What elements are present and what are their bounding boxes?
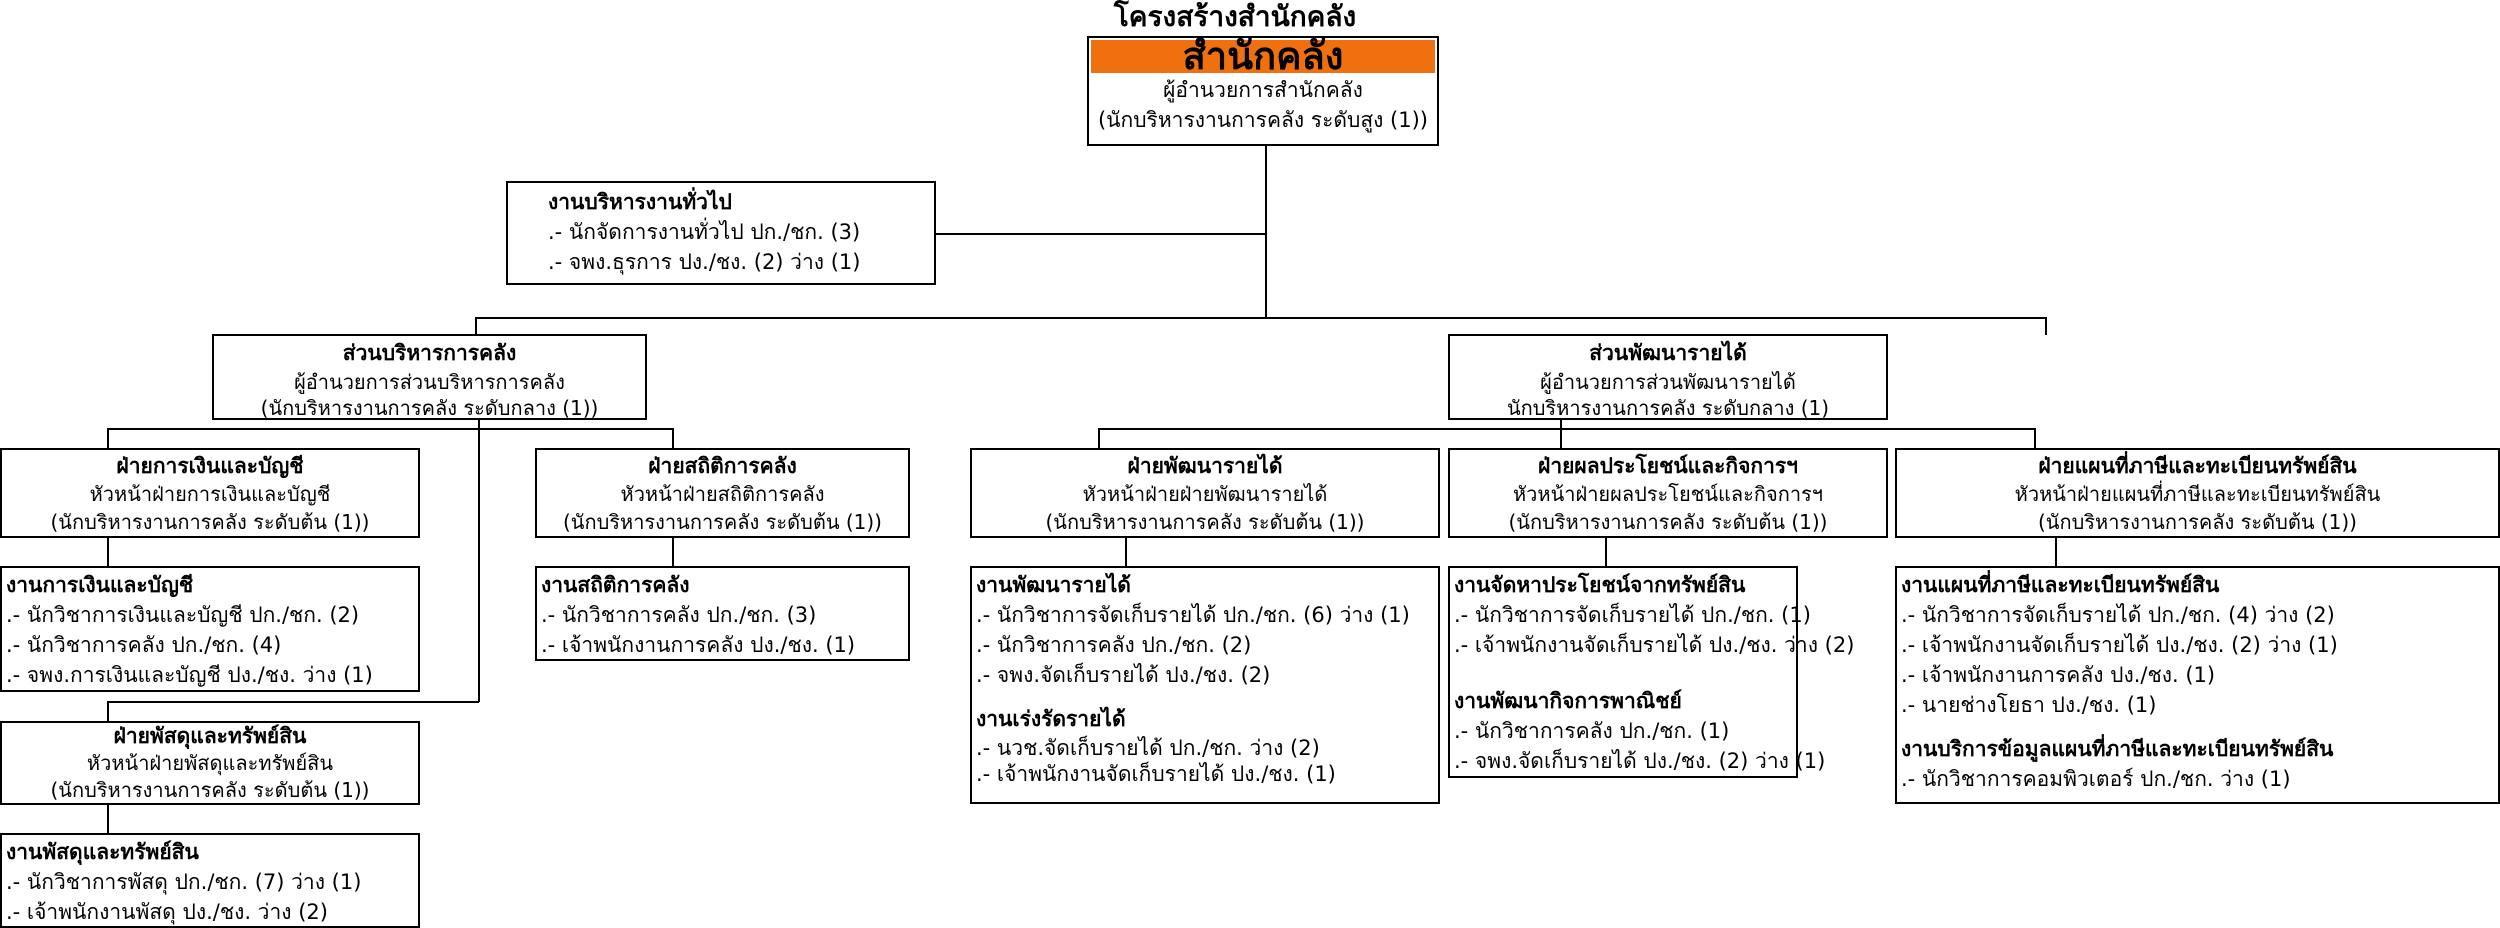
revenue-dev-work-title: งานพัฒนารายได้ — [976, 573, 1131, 597]
supplies-work-box: งานพัสดุและทรัพย์สิน .- นักวิชาการพัสดุ … — [0, 833, 420, 928]
connector-line — [1560, 418, 1562, 448]
revenue-division-rank: นักบริหารงานการคลัง ระดับกลาง (1) — [1506, 396, 1830, 420]
connector-line — [107, 428, 109, 448]
list-item: .- เจ้าพนักงานการคลัง ปง./ชง. (1) — [1901, 663, 2216, 687]
taxmap-service-work-title: งานบริการข้อมูลแผนที่ภาษีและทะเบียนทรัพย… — [1901, 737, 2334, 761]
list-item: .- นักวิชาการคลัง ปก./ชก. (1) — [1454, 719, 1730, 743]
connector-line — [107, 428, 672, 430]
finance-section-box: ฝ่ายการเงินและบัญชี หัวหน้าฝ่ายการเงินแล… — [0, 448, 420, 538]
stats-section-title: ฝ่ายสถิติการคลัง — [648, 454, 797, 478]
revenue-division-director: ผู้อำนวยการส่วนพัฒนารายได้ — [1540, 370, 1796, 394]
list-item: .- เจ้าพนักงานพัสดุ ปง./ชง. ว่าง (2) — [6, 900, 328, 924]
supplies-section-head: หัวหน้าฝ่ายพัสดุและทรัพย์สิน — [86, 751, 334, 775]
supplies-section-rank: (นักบริหารงานการคลัง ระดับต้น (1)) — [50, 778, 370, 802]
list-item: .- นายช่างโยธา ปง./ชง. (1) — [1901, 693, 2157, 717]
stats-section-rank: (นักบริหารงานการคลัง ระดับต้น (1)) — [562, 510, 882, 534]
admin-division-box: ส่วนบริหารการคลัง ผู้อำนวยการส่วนบริหารก… — [212, 334, 647, 420]
list-item: .- นักวิชาการเงินและบัญชี ปก./ชก. (2) — [6, 603, 360, 627]
connector-line — [107, 803, 109, 833]
list-item: .- นักวิชาการพัสดุ ปก./ชก. (7) ว่าง (1) — [6, 870, 362, 894]
admin-division-rank: (นักบริหารงานการคลัง ระดับกลาง (1)) — [260, 396, 599, 420]
list-item: .- นักวิชาการจัดเก็บรายได้ ปก./ชก. (1) — [1454, 603, 1811, 627]
revenue-division-box: ส่วนพัฒนารายได้ ผู้อำนวยการส่วนพัฒนารายไ… — [1448, 334, 1888, 420]
benefit-section-title: ฝ่ายผลประโยชน์และกิจการฯ — [1538, 454, 1798, 478]
general-admin-title: งานบริหารงานทั่วไป — [548, 190, 732, 214]
head-office-director: ผู้อำนวยการสำนักคลัง — [1163, 78, 1363, 102]
connector-line — [672, 536, 674, 566]
revenue-dev-section-head: หัวหน้าฝ่ายฝ่ายพัฒนารายได้ — [1082, 482, 1328, 506]
admin-division-title: ส่วนบริหารการคลัง — [342, 341, 517, 365]
connector-line — [1125, 536, 1127, 566]
list-item: .- นักวิชาการคลัง ปก./ชก. (2) — [976, 633, 1252, 657]
list-item: .- จพง.การเงินและบัญชี ปง./ชง. ว่าง (1) — [6, 663, 373, 687]
taxmap-section-rank: (นักบริหารงานการคลัง ระดับต้น (1)) — [2037, 510, 2357, 534]
general-admin-box: งานบริหารงานทั่วไป .- นักจัดการงานทั่วไป… — [506, 181, 936, 285]
list-item: .- เจ้าพนักงานจัดเก็บรายได้ ปง./ชง. (1) — [976, 762, 1336, 786]
list-item: .- จพง.จัดเก็บรายได้ ปง./ชง. (2) ว่าง (1… — [1454, 749, 1826, 773]
connector-line — [107, 536, 109, 566]
taxmap-section-box: ฝ่ายแผนที่ภาษีและทะเบียนทรัพย์สิน หัวหน้… — [1895, 448, 2500, 538]
connector-line — [672, 428, 674, 448]
connector-line — [1605, 536, 1607, 566]
connector-line — [475, 317, 477, 335]
list-item: .- นักจัดการงานทั่วไป ปก./ชก. (3) — [548, 220, 861, 244]
chart-title: โครงสร้างสำนักคลัง — [1113, 0, 1357, 33]
benefit-work-box: งานจัดหาประโยชน์จากทรัพย์สิน .- นักวิชาก… — [1448, 566, 1855, 778]
list-item: .- นักวิชาการจัดเก็บรายได้ ปก./ชก. (4) ว… — [1901, 603, 2335, 627]
revenue-accel-work-title: งานเร่งรัดรายได้ — [976, 707, 1126, 731]
list-item: .- เจ้าพนักงานจัดเก็บรายได้ ปง./ชง. (2) … — [1901, 633, 2338, 657]
head-office-box: สำนักคลัง ผู้อำนวยการสำนักคลัง (นักบริหา… — [1087, 36, 1439, 146]
revenue-dev-work-box: งานพัฒนารายได้ .- นักวิชาการจัดเก็บรายได… — [970, 566, 1440, 804]
list-item: .- นักวิชาการคอมพิวเตอร์ ปก./ชก. ว่าง (1… — [1901, 767, 2291, 791]
list-item: .- นักวิชาการคลัง ปก./ชก. (3) — [541, 603, 817, 627]
connector-line — [107, 701, 109, 721]
finance-section-title: ฝ่ายการเงินและบัญชี — [116, 454, 304, 478]
revenue-dev-section-rank: (นักบริหารงานการคลัง ระดับต้น (1)) — [1045, 510, 1365, 534]
admin-division-director: ผู้อำนวยการส่วนบริหารการคลัง — [294, 370, 565, 394]
list-item: .- จพง.ธุรการ ปง./ชง. (2) ว่าง (1) — [548, 250, 861, 274]
benefit-section-rank: (นักบริหารงานการคลัง ระดับต้น (1)) — [1508, 510, 1828, 534]
revenue-division-title: ส่วนพัฒนารายได้ — [1589, 341, 1747, 365]
stats-work-box: งานสถิติการคลัง .- นักวิชาการคลัง ปก./ชก… — [535, 566, 910, 661]
finance-section-rank: (นักบริหารงานการคลัง ระดับต้น (1)) — [50, 510, 370, 534]
stats-work-title: งานสถิติการคลัง — [541, 573, 690, 597]
list-item: .- นวช.จัดเก็บรายได้ ปก./ชก. ว่าง (2) — [976, 736, 1320, 760]
connector-line — [2055, 536, 2057, 566]
finance-work-title: งานการเงินและบัญชี — [6, 573, 194, 597]
supplies-work-title: งานพัสดุและทรัพย์สิน — [6, 840, 199, 864]
finance-section-head: หัวหน้าฝ่ายการเงินและบัญชี — [89, 482, 331, 506]
connector-line — [2034, 428, 2036, 448]
revenue-dev-section-title: ฝ่ายพัฒนารายได้ — [1127, 454, 1283, 478]
benefit-section-head: หัวหน้าฝ่ายผลประโยชน์และกิจการฯ — [1512, 482, 1824, 506]
stats-section-head: หัวหน้าฝ่ายสถิติการคลัง — [620, 482, 825, 506]
connector-line — [107, 701, 479, 703]
head-office-rank: (นักบริหารงานการคลัง ระดับสูง (1)) — [1097, 108, 1429, 132]
connector-line — [935, 233, 1265, 235]
taxmap-section-head: หัวหน้าฝ่ายแผนที่ภาษีและทะเบียนทรัพย์สิน — [2014, 482, 2381, 506]
revenue-dev-section-box: ฝ่ายพัฒนารายได้ หัวหน้าฝ่ายฝ่ายพัฒนารายไ… — [970, 448, 1440, 538]
connector-line — [478, 418, 480, 702]
stats-section-box: ฝ่ายสถิติการคลัง หัวหน้าฝ่ายสถิติการคลัง… — [535, 448, 910, 538]
list-item: .- เจ้าพนักงานการคลัง ปง./ชง. (1) — [541, 633, 856, 657]
list-item: .- นักวิชาการคลัง ปก./ชก. (4) — [6, 633, 282, 657]
supplies-section-box: ฝ่ายพัสดุและทรัพย์สิน หัวหน้าฝ่ายพัสดุแล… — [0, 721, 420, 805]
taxmap-section-title: ฝ่ายแผนที่ภาษีและทะเบียนทรัพย์สิน — [2038, 454, 2357, 478]
connector-line — [1098, 428, 2034, 430]
list-item: .- นักวิชาการจัดเก็บรายได้ ปก./ชก. (6) ว… — [976, 603, 1410, 627]
taxmap-work-box: งานแผนที่ภาษีและทะเบียนทรัพย์สิน .- นักว… — [1895, 566, 2500, 804]
list-item: .- เจ้าพนักงานจัดเก็บรายได้ ปง./ชง. ว่าง… — [1454, 633, 1855, 657]
connector-line — [1265, 145, 1267, 317]
connector-line — [1098, 428, 1100, 448]
taxmap-work-title: งานแผนที่ภาษีและทะเบียนทรัพย์สิน — [1901, 573, 2220, 597]
commerce-work-title: งานพัฒนากิจการพาณิชย์ — [1454, 689, 1682, 713]
benefit-work-title: งานจัดหาประโยชน์จากทรัพย์สิน — [1454, 573, 1746, 597]
head-office-banner: สำนักคลัง — [1091, 37, 1435, 75]
finance-work-box: งานการเงินและบัญชี .- นักวิชาการเงินและบ… — [0, 566, 420, 692]
supplies-section-title: ฝ่ายพัสดุและทรัพย์สิน — [113, 724, 307, 748]
connector-line — [475, 317, 2045, 319]
connector-line — [2045, 317, 2047, 335]
list-item: .- จพง.จัดเก็บรายได้ ปง./ชง. (2) — [976, 663, 1271, 687]
benefit-section-box: ฝ่ายผลประโยชน์และกิจการฯ หัวหน้าฝ่ายผลปร… — [1448, 448, 1888, 538]
